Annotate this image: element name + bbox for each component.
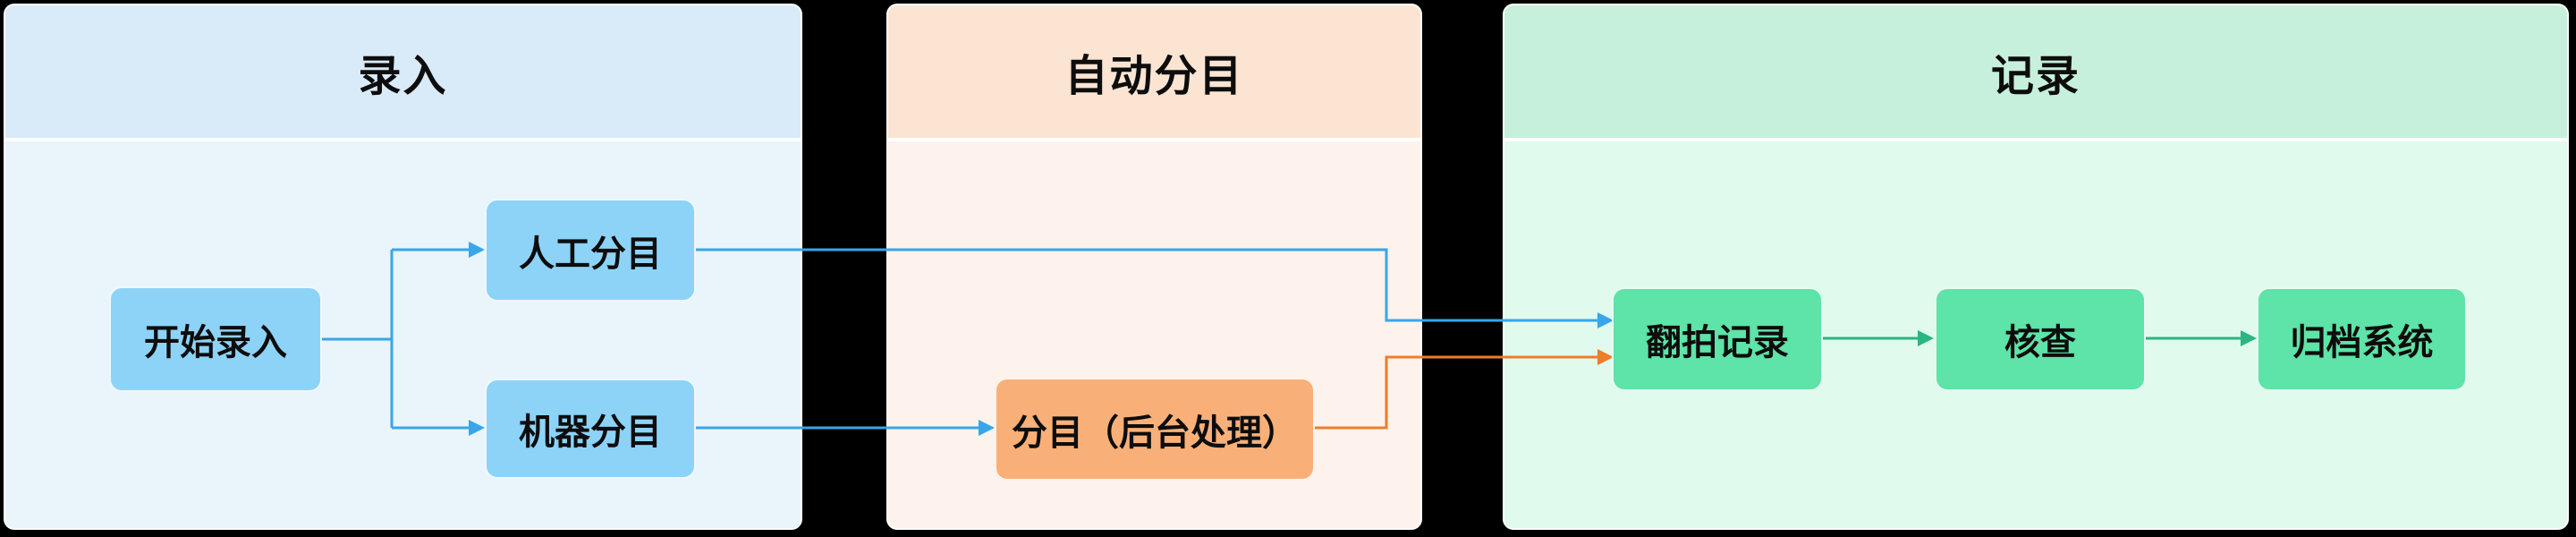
lane-auto-categorize-title: 自动分目 <box>1064 53 1244 100</box>
lane-record: 记录 <box>1503 4 2569 530</box>
node-check: 核查 <box>1935 287 2146 391</box>
lane-entry-title: 录入 <box>358 53 448 100</box>
node-rephoto-record: 翻拍记录 <box>1612 287 1823 391</box>
lane-record-header: 记录 <box>1504 5 2567 141</box>
node-background-categorize: 分目（后台处理） <box>995 378 1315 481</box>
node-start-entry: 开始录入 <box>109 286 322 392</box>
lane-entry-header: 录入 <box>5 5 801 141</box>
node-archive-system: 归档系统 <box>2257 287 2467 391</box>
node-machine-categorize: 机器分目 <box>485 379 696 479</box>
node-manual-categorize: 人工分目 <box>485 199 696 302</box>
lane-record-title: 记录 <box>1990 53 2080 100</box>
lane-auto-categorize-header: 自动分目 <box>888 5 1420 141</box>
